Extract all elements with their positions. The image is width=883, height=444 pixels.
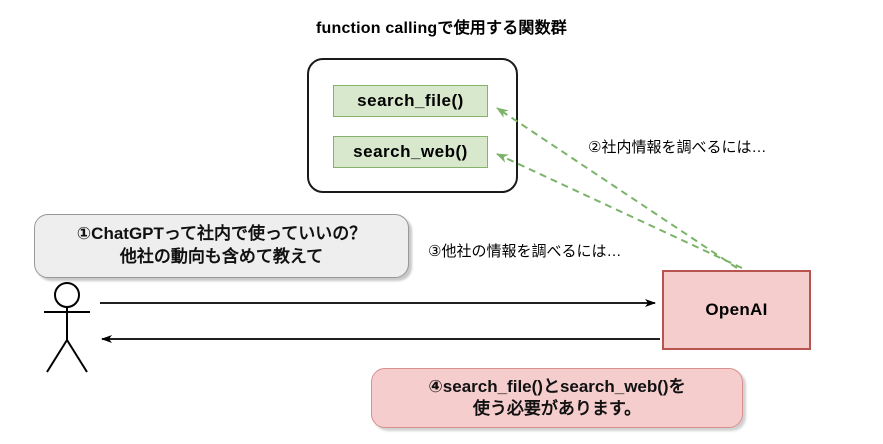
annotation-internal-info: ②社内情報を調べるには… bbox=[588, 139, 767, 156]
stick-figure-person-icon bbox=[44, 282, 90, 373]
assistant-answer-line-2: 使う必要があります。 bbox=[472, 399, 642, 418]
function-box-search-web[interactable]: search_web() bbox=[333, 136, 488, 168]
assistant-answer-line-1: ④search_file()とsearch_web()を bbox=[428, 376, 686, 396]
function-box-search-file[interactable]: search_file() bbox=[333, 85, 488, 117]
annotation-external-info: ③他社の情報を調べるには… bbox=[428, 243, 622, 260]
function-group-container bbox=[307, 58, 518, 193]
assistant-answer-bubble: ④search_file()とsearch_web()を 使う必要があります。 bbox=[371, 368, 743, 428]
openai-node[interactable]: OpenAI bbox=[662, 270, 811, 350]
user-question-line-2: 他社の動向も含めて教えて bbox=[119, 247, 324, 266]
user-question-bubble: ①ChatGPTって社内で使っていいの？ 他社の動向も含めて教えて bbox=[34, 214, 409, 278]
page-title: function callingで使用する関数群 bbox=[315, 20, 568, 37]
user-question-line-1: ①ChatGPTって社内で使っていいの？ bbox=[76, 224, 367, 244]
